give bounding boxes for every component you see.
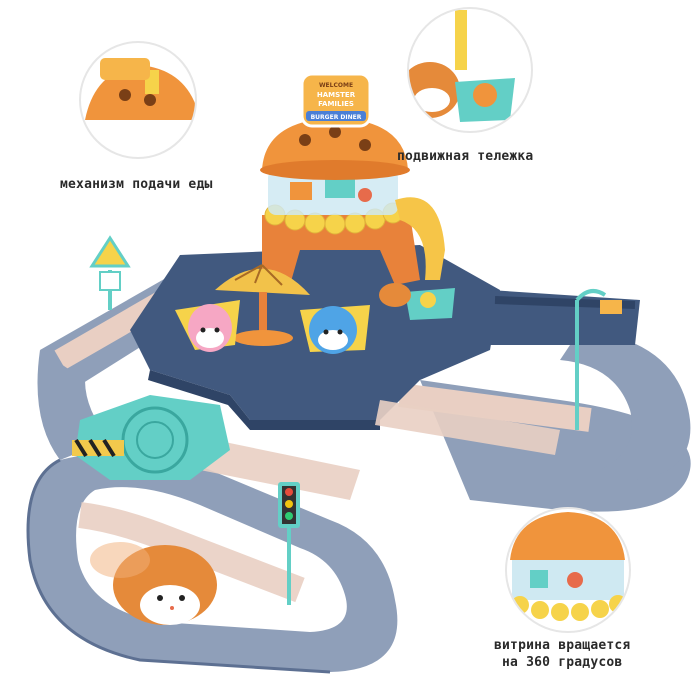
inset-cart	[407, 7, 533, 133]
inset-feeding	[79, 41, 197, 159]
sign-line1: WELCOME	[319, 82, 353, 89]
carousel-umbrella	[215, 264, 310, 346]
caption-cart: подвижная тележка	[397, 149, 534, 164]
blue-hamster-seat	[300, 305, 370, 354]
caption-rotating-line2: на 360 градусов	[502, 655, 623, 670]
inset-rotating	[505, 507, 631, 633]
sign-line3: FAMILIES	[318, 100, 354, 108]
middle-track	[200, 400, 560, 500]
traffic-light	[278, 482, 300, 605]
cart	[379, 283, 455, 320]
pink-hamster-seat	[175, 300, 240, 352]
road-sign	[89, 235, 131, 310]
caption-feeding: механизм подачи еды	[60, 177, 213, 192]
caption-rotating: витрина вращается на 360 градусов	[494, 637, 630, 671]
diner-sign	[300, 72, 372, 128]
caption-rotating-line1: витрина вращается	[494, 638, 631, 653]
sign-line4: BURGER DINER	[311, 114, 362, 121]
burger-tower	[260, 118, 445, 285]
turntable	[72, 395, 230, 480]
lamp-post	[575, 289, 622, 430]
sign-line2: HAMSTER	[317, 91, 356, 99]
hamster-character	[90, 542, 217, 625]
